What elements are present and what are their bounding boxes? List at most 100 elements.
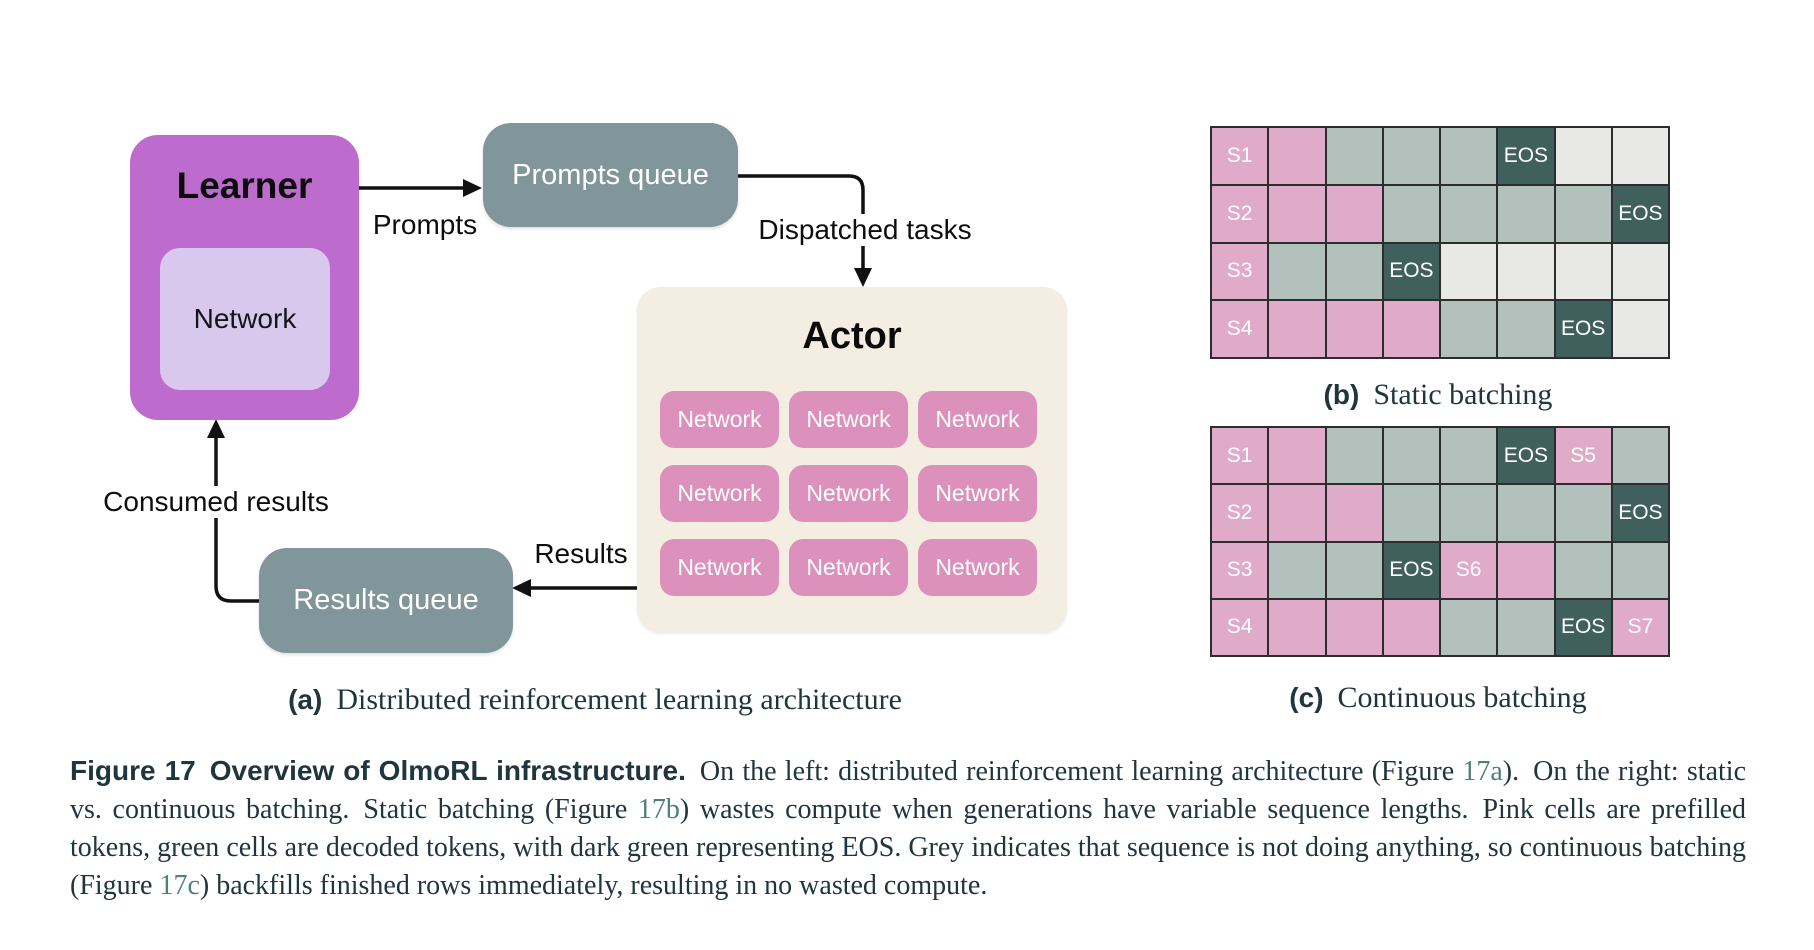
learner-title: Learner bbox=[176, 165, 313, 206]
subcaption-a: (a)Distributed reinforcement learning ar… bbox=[70, 683, 1120, 717]
results-arrow-label: Results bbox=[527, 538, 635, 571]
batch-cell-eos: EOS bbox=[1612, 485, 1668, 541]
batch-cell-decode bbox=[1612, 428, 1668, 484]
batch-cell-prefill bbox=[1326, 185, 1382, 242]
batch-cell-decode bbox=[1383, 485, 1439, 541]
batch-cell-decode bbox=[1441, 485, 1497, 541]
actor-network-chip: Network bbox=[660, 539, 779, 596]
caption-segment: ) wastes compute when generations have v… bbox=[70, 794, 1746, 901]
subcaption-b-marker: (b) bbox=[1323, 379, 1360, 410]
batch-cell-prefill bbox=[1498, 542, 1554, 598]
subcaption-c-marker: (c) bbox=[1289, 682, 1324, 713]
batch-cell-decode bbox=[1383, 428, 1439, 484]
actor-network-chip: Network bbox=[918, 539, 1037, 596]
batch-cell-s4: S4 bbox=[1212, 301, 1268, 357]
batch-cell-s2: S2 bbox=[1212, 485, 1268, 541]
caption-segment: Figure 17 Overview of OlmoRL infrastruct… bbox=[70, 755, 686, 786]
figure-ref-link[interactable]: 17b bbox=[637, 794, 680, 825]
results-queue-label: Results queue bbox=[293, 584, 479, 616]
batch-cell-s6: S6 bbox=[1441, 542, 1497, 598]
batch-cell-s2: S2 bbox=[1212, 185, 1268, 242]
batch-cell-decode bbox=[1498, 599, 1554, 655]
batch-cell-eos: EOS bbox=[1383, 243, 1439, 300]
batch-cell-s7: S7 bbox=[1612, 599, 1668, 655]
batch-cell-decode bbox=[1498, 485, 1554, 541]
batch-cell-prefill bbox=[1326, 599, 1382, 655]
consumed-arrowhead-icon bbox=[207, 419, 225, 438]
batch-cell-prefill bbox=[1269, 301, 1325, 357]
learner-network-label: Network bbox=[193, 303, 297, 334]
batch-cell-s3: S3 bbox=[1212, 243, 1268, 300]
figure-caption: Figure 17 Overview of OlmoRL infrastruct… bbox=[70, 752, 1746, 905]
batch-cell-prefill bbox=[1269, 599, 1325, 655]
batch-cell-decode bbox=[1498, 301, 1554, 357]
batch-cell-s5: S5 bbox=[1555, 428, 1611, 484]
batch-cell-eos: EOS bbox=[1498, 428, 1554, 484]
batch-cell-decode bbox=[1269, 243, 1325, 300]
consumed-results-arrow bbox=[214, 438, 259, 603]
batch-cell-decode bbox=[1441, 428, 1497, 484]
prompts-queue-label: Prompts queue bbox=[512, 158, 709, 191]
batch-cell-prefill bbox=[1383, 301, 1439, 357]
actor-network-chip: Network bbox=[789, 391, 908, 448]
results-arrowhead-icon bbox=[512, 579, 531, 597]
prompts-arrowhead-icon bbox=[463, 179, 482, 197]
batch-cell-eos: EOS bbox=[1498, 128, 1554, 184]
batch-cell-eos: EOS bbox=[1612, 185, 1668, 242]
dispatched-tasks-arrow-label: Dispatched tasks bbox=[751, 214, 979, 247]
batch-cell-decode bbox=[1383, 128, 1439, 184]
batch-cell-eos: EOS bbox=[1383, 542, 1439, 598]
figure-ref-link[interactable]: 17c bbox=[159, 870, 200, 901]
learner-network-box: Network bbox=[160, 248, 330, 390]
dispatched-arrowhead-icon bbox=[854, 268, 872, 287]
batch-cell-decode bbox=[1326, 428, 1382, 484]
caption-segment: ) backfills finished rows immediately, r… bbox=[199, 870, 988, 901]
actor-network-chip: Network bbox=[918, 465, 1037, 522]
batch-cell-decode bbox=[1326, 243, 1382, 300]
dispatched-tasks-arrow bbox=[738, 174, 865, 268]
batch-cell-decode bbox=[1441, 128, 1497, 184]
batch-cell-prefill bbox=[1326, 485, 1382, 541]
batch-cell-idle bbox=[1555, 128, 1611, 184]
batch-cell-idle bbox=[1498, 243, 1554, 300]
batch-cell-decode bbox=[1441, 301, 1497, 357]
batch-cell-decode bbox=[1555, 185, 1611, 242]
caption-segment: On the left: distributed reinforcement l… bbox=[685, 756, 1463, 787]
batch-cell-prefill bbox=[1269, 128, 1325, 184]
batch-cell-decode bbox=[1555, 542, 1611, 598]
batch-cell-eos: EOS bbox=[1555, 599, 1611, 655]
batch-cell-prefill bbox=[1269, 428, 1325, 484]
batch-cell-decode bbox=[1555, 485, 1611, 541]
actor-network-chip: Network bbox=[660, 391, 779, 448]
batch-cell-idle bbox=[1612, 243, 1668, 300]
batch-cell-eos: EOS bbox=[1555, 301, 1611, 357]
subcaption-b: (b) Static batching bbox=[1180, 378, 1696, 412]
batch-cell-decode bbox=[1498, 185, 1554, 242]
batch-cell-prefill bbox=[1269, 185, 1325, 242]
prompts-queue-box: Prompts queue bbox=[483, 123, 738, 227]
batch-cell-decode bbox=[1326, 128, 1382, 184]
batch-cell-prefill bbox=[1326, 301, 1382, 357]
batch-cell-idle bbox=[1555, 243, 1611, 300]
batch-cell-idle bbox=[1441, 243, 1497, 300]
batch-cell-s4: S4 bbox=[1212, 599, 1268, 655]
batch-cell-s1: S1 bbox=[1212, 428, 1268, 484]
results-queue-box: Results queue bbox=[259, 548, 513, 653]
consumed-results-arrow-label: Consumed results bbox=[96, 486, 336, 519]
learner-box: Learner Network bbox=[130, 135, 359, 420]
subcaption-c: (c)Continuous batching bbox=[1180, 681, 1696, 715]
actor-title: Actor bbox=[802, 315, 902, 357]
batch-cell-prefill bbox=[1269, 485, 1325, 541]
caption-segment: ). On the right: static vs. continuous b… bbox=[70, 756, 1746, 825]
batch-cell-decode bbox=[1441, 599, 1497, 655]
batch-cell-idle bbox=[1612, 301, 1668, 357]
batch-cell-decode bbox=[1441, 185, 1497, 242]
subcaption-b-text: Static batching bbox=[1373, 378, 1553, 411]
figure-ref-link[interactable]: 17a bbox=[1462, 756, 1503, 787]
